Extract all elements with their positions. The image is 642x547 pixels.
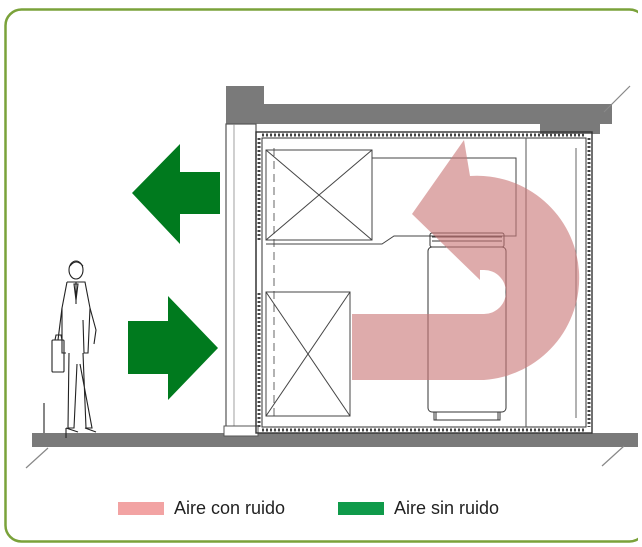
legend-label-clean-air: Aire sin ruido (394, 497, 500, 518)
wall-column (223, 123, 259, 437)
diagram-frame (4, 8, 638, 543)
legend-swatch-clean-air (338, 501, 384, 515)
legend-item-noisy-air: Aire con ruido (118, 498, 285, 518)
noisy-air-arrow (352, 140, 580, 380)
ceiling-slab (226, 85, 631, 134)
floor-slab (25, 433, 638, 469)
person-figure (43, 260, 97, 438)
clean-air-arrow-in (128, 296, 218, 400)
acoustic-enclosure (255, 131, 593, 434)
legend: Aire con ruido Aire sin ruido (0, 498, 642, 538)
clean-air-arrow-out (132, 144, 220, 244)
legend-item-clean-air: Aire sin ruido (338, 498, 499, 518)
frame-border (4, 8, 638, 543)
lower-silencer (265, 291, 351, 417)
legend-swatch-noisy-air (118, 501, 164, 515)
legend-label-noisy-air: Aire con ruido (174, 497, 286, 518)
installation-diagram (4, 8, 638, 543)
